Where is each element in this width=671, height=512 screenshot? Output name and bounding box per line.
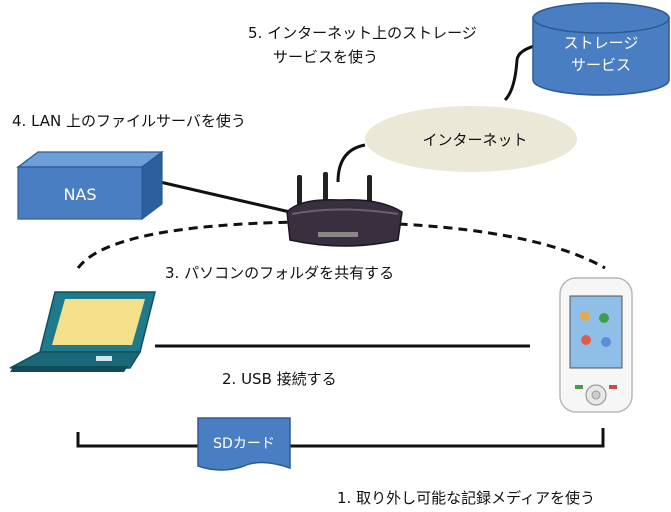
label-lan-file-server: 4. LAN 上のファイルサーバを使う [12, 112, 246, 130]
nas-box: NAS [16, 150, 164, 221]
label-usb: 2. USB 接続する [222, 370, 337, 388]
label-removable-media: 1. 取り外し可能な記録メディアを使う [337, 489, 595, 507]
nas-label: NAS [63, 185, 96, 204]
internet-storage-link [503, 43, 539, 102]
smartphone-icon [559, 277, 633, 413]
router-internet-link [336, 143, 366, 183]
label-shared-folder: 3. パソコンのフォルダを共有する [165, 264, 394, 282]
removable-media-link [76, 428, 605, 448]
storage-node-line1: ストレージ [564, 34, 639, 52]
sd-card-label: SDカード [213, 436, 275, 452]
label-storage-service-line1: 5. インターネット上のストレージ [248, 24, 477, 42]
sd-card: SDカード [197, 417, 291, 471]
nas-router-link [159, 180, 291, 214]
storage-node-line2: サービス [571, 56, 631, 74]
label-storage-service-line2: サービスを使う [273, 48, 378, 66]
laptop-icon [9, 291, 156, 372]
router-icon [286, 172, 403, 247]
internet-cloud: インターネット [365, 106, 577, 172]
cloud-storage-cylinder: ストレージ サービス [532, 2, 670, 96]
internet-node-label: インターネット [422, 131, 527, 149]
